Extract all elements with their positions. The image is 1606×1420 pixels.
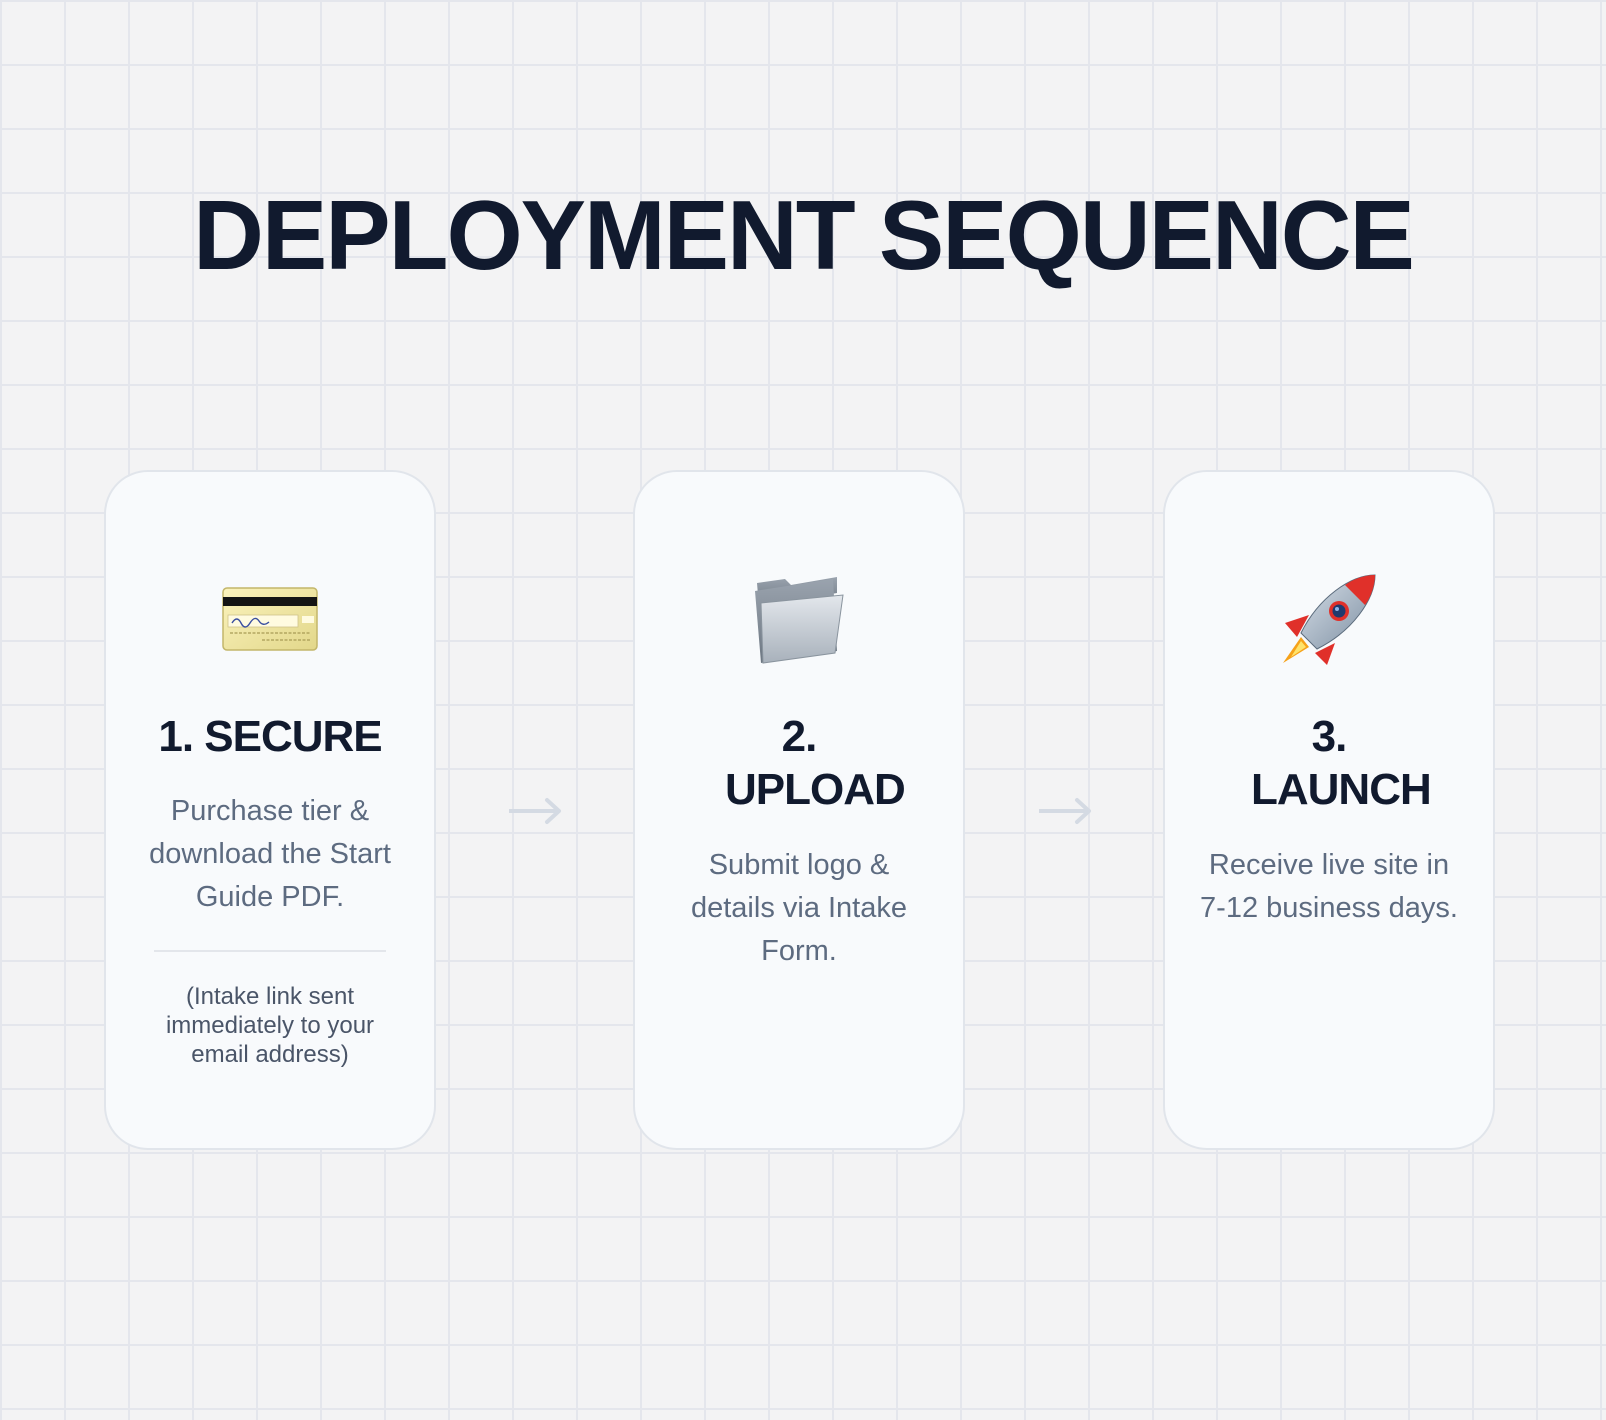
step-description: Submit logo & details via Intake Form. [690,849,907,967]
step-card-upload: 2. UPLOAD Submit logo & details via Inta… [633,470,965,1150]
step-description: Purchase tier & download the Start Guide… [149,795,391,913]
arrow-right-icon [509,798,561,824]
folder-icon [635,564,963,674]
divider [154,950,386,952]
step-card-secure: 1. SECURE Purchase tier & download the S… [104,470,436,1150]
credit-card-icon [106,564,434,674]
step-heading: 2. UPLOAD [725,712,906,814]
page-title: DEPLOYMENT SEQUENCE [193,180,1415,290]
step-heading: 3. LAUNCH [1251,712,1432,814]
rocket-icon [1165,564,1493,674]
step-note: (Intake link sent immediately to your em… [165,983,375,1068]
step-description: Receive live site in 7-12 business days. [1200,849,1458,924]
arrow-right-icon [1039,798,1091,824]
step-card-launch: 3. LAUNCH Receive live site in 7-12 busi… [1163,470,1495,1150]
step-heading: 1. SECURE [158,712,382,761]
